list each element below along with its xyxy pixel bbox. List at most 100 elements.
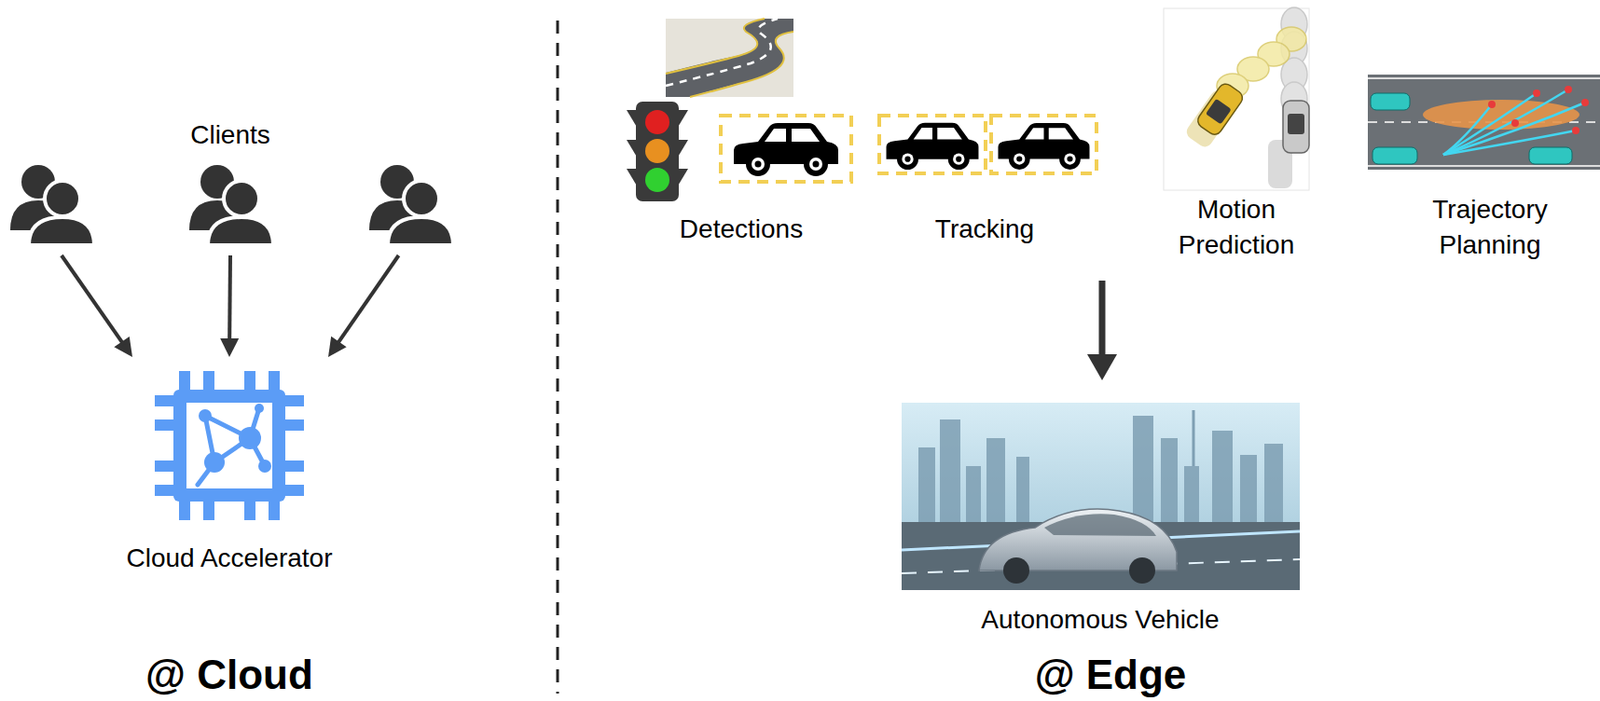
tracked-cars [991,115,1097,174]
motion-prediction-picture [1195,81,1246,138]
chip-icon [254,403,264,414]
vehicle-picture [986,438,1006,532]
pipeline-arrow [1087,280,1118,381]
chip-icon [179,499,191,521]
detected-car [733,123,839,177]
divider-line [556,20,560,694]
location-label: @ Cloud [145,652,314,698]
detected-car [720,115,852,182]
trajectory-planning-picture [1367,74,1600,170]
trajectory-planning-picture [1529,147,1573,165]
trajectory-planning-picture [1581,98,1589,107]
vehicle-picture [901,402,1300,591]
vehicle-picture [1192,410,1196,467]
arrow-line [227,255,233,343]
trajectory-planning-picture [1372,147,1418,165]
arrow-line [336,255,399,345]
chip-icon [283,460,304,472]
stage-label: Cloud Accelerator [126,540,333,577]
stage-label: Tracking [935,211,1035,248]
vehicle-picture [965,466,981,532]
road-picture [665,18,794,97]
stage-label: Motion Prediction [1157,192,1316,263]
motion-prediction-picture [1205,98,1232,125]
road-picture [665,18,778,86]
arrow-head [328,336,347,358]
client-group: Clients [4,113,456,256]
vehicle-picture [1129,557,1156,584]
chip-icon [283,419,304,431]
motion-prediction-picture [1282,100,1310,153]
road-picture [665,18,765,74]
chip-icon [238,427,262,450]
trajectory-planning-picture [1532,89,1541,97]
pipeline-arrow [1099,280,1106,359]
vehicle-node: Autonomous Vehicle [895,399,1306,642]
stage-node: Motion Prediction [1156,4,1317,271]
request-arrows [61,255,400,358]
chip-icon [283,395,304,407]
chip-icon [198,403,272,473]
tracked-cars [879,115,986,174]
tracked-cars [879,115,1097,174]
motion-prediction-picture [1195,81,1246,138]
stage-label: Clients [190,117,271,153]
chip-icon [283,484,304,497]
vehicle-picture [901,402,1300,591]
traffic-light [626,101,689,202]
trajectory-planning-picture [1488,85,1589,135]
chip-icon [244,371,256,392]
chip-icon [186,402,273,489]
chip-icon [203,499,215,521]
stage-node: Trajectory Planning [1379,70,1600,267]
client-icons [10,165,95,246]
vehicle-picture [1016,456,1030,532]
accelerator-node: Cloud Accelerator [136,357,323,584]
vehicle-picture [1184,466,1200,532]
trajectory-planning-picture [1443,89,1586,155]
trajectory-planning-picture [1443,89,1569,155]
stage-label: Autonomous Vehicle [980,602,1219,638]
road-picture [665,18,794,97]
chip-icon [204,452,225,473]
client-icons [10,165,454,246]
chip-icon [203,371,215,392]
trajectory-planning-picture [1370,93,1410,111]
motion-prediction-picture [1163,8,1310,191]
trajectory-planning-picture [1443,102,1586,155]
stage-node: Tracking [871,107,1098,255]
traffic-light [645,138,670,164]
vehicle-picture [1003,557,1030,584]
chip-icon [154,371,304,521]
vehicle-picture [918,447,936,532]
tracked-cars [886,123,980,170]
vehicle-picture [1264,443,1283,532]
chip-icon [154,419,176,431]
chip-icon [173,389,286,502]
road-picture [689,31,794,97]
trajectory-planning-picture [1367,77,1600,80]
trajectory-planning-picture [1443,130,1576,155]
trajectory-planning-picture [1370,93,1573,165]
motion-prediction-picture [1163,7,1310,191]
traffic-light [645,110,670,135]
chip-icon [268,499,280,521]
stage-label: Trajectory Planning [1410,192,1570,263]
chip-icon [154,484,176,497]
trajectory-planning-picture [1572,126,1580,135]
vehicle-picture [1160,438,1178,532]
traffic-light [635,101,679,202]
trajectory-planning-picture [1564,85,1573,94]
vehicle-picture [1240,455,1257,532]
chip-icon [258,459,272,473]
vehicle-picture [1212,430,1233,532]
trajectory-planning-picture [1488,100,1496,109]
client-icons [189,165,274,246]
pipeline-arrow [1087,354,1118,381]
tracked-cars [998,123,1090,170]
trajectory-planning-picture [1367,165,1600,167]
detected-car [720,115,852,182]
